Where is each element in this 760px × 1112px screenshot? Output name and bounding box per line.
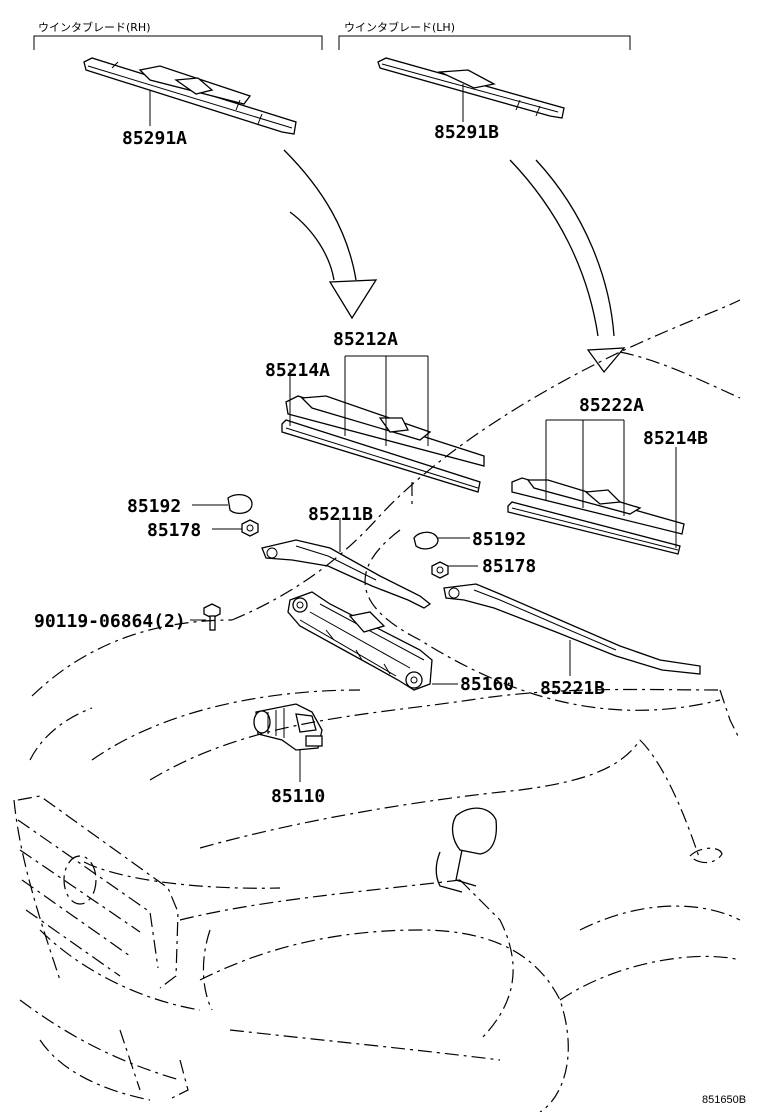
part-85160: 85160 (460, 674, 514, 695)
leader-85222A (545, 419, 625, 516)
figure-id: 851650B (702, 1094, 746, 1106)
part-85214A: 85214A (265, 360, 330, 381)
wiper-blade-lh (377, 57, 565, 119)
arrow-lh (509, 159, 626, 374)
header-bracket-lh (338, 35, 631, 50)
pivot-cap-lh (413, 531, 439, 550)
part-85178-lh: 85178 (482, 556, 536, 577)
pivot-nut-rh (241, 519, 259, 537)
header-bracket-rh (33, 35, 323, 50)
part-85291B: 85291B (434, 122, 499, 143)
vehicle-outline (13, 299, 741, 1112)
leader-85212A (344, 355, 429, 446)
arrow-rh (283, 149, 378, 320)
wiper-motor (253, 703, 323, 751)
pivot-cap-rh (227, 493, 253, 515)
blade-assembly-lh (507, 477, 685, 555)
blade-assembly-rh (281, 395, 485, 493)
header-rh-label: ウインタブレード(RH) (38, 20, 151, 34)
vehicle-grille (17, 795, 179, 989)
vehicle-side-mirror (435, 807, 498, 893)
wiper-blade-rh (83, 57, 297, 135)
part-85178-rh: 85178 (147, 520, 201, 541)
part-85212A: 85212A (333, 329, 398, 350)
part-85222A: 85222A (579, 395, 644, 416)
wiper-arm-rh (261, 539, 432, 609)
part-85214B: 85214B (643, 428, 708, 449)
part-85110: 85110 (271, 786, 325, 807)
part-85291A: 85291A (122, 128, 187, 149)
wiper-arm-lh (443, 583, 701, 675)
part-85192-rh: 85192 (127, 496, 181, 517)
part-85211B: 85211B (308, 504, 373, 525)
part-90119-06864: 90119-06864(2) (34, 611, 186, 632)
pivot-nut-lh (431, 561, 449, 579)
wiper-link-assembly (287, 591, 433, 691)
part-85221B: 85221B (540, 678, 605, 699)
mounting-bolt (203, 603, 221, 631)
header-lh-label: ウインタブレード(LH) (344, 20, 455, 34)
part-85192-lh: 85192 (472, 529, 526, 550)
